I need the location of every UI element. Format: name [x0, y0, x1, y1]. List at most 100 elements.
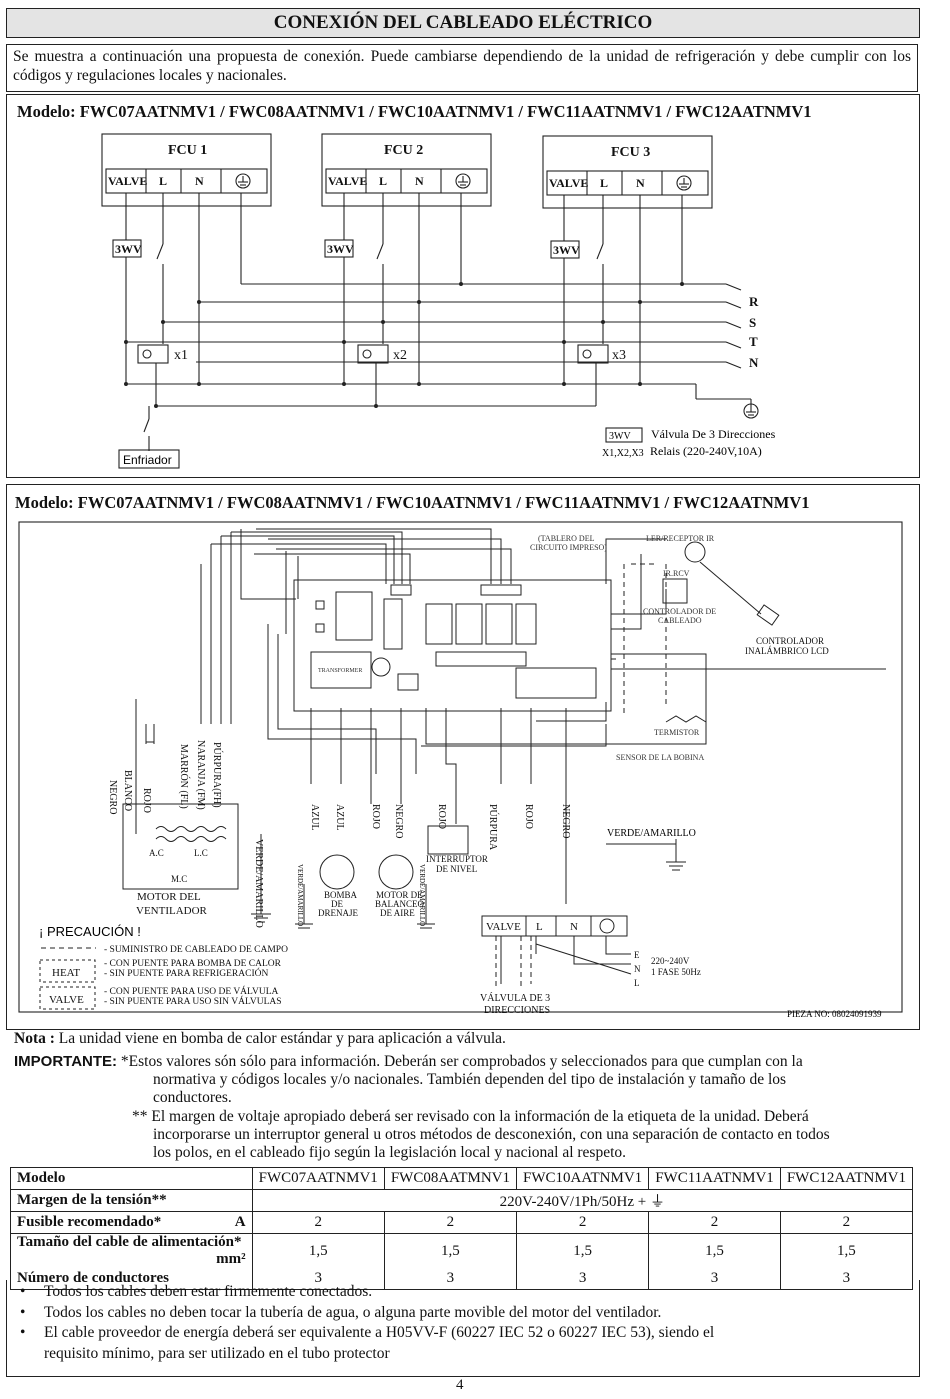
fcu-2-box [321, 133, 492, 207]
important-line-2a: ** El margen de voltaje apropiado deberá… [132, 1108, 809, 1125]
valve-3way-2: DIRECCIONES [484, 1005, 550, 1016]
bullets-box [6, 1280, 920, 1377]
cable-value-2: 1,5 [383, 1233, 518, 1268]
important-line-1c: conductores. [153, 1089, 232, 1106]
phase-t: T [749, 334, 758, 349]
fcu-3-label: FCU 3 [611, 145, 650, 160]
table-model-1: FWC07AATNMV1 [251, 1167, 385, 1190]
terminal-l: L [536, 921, 543, 933]
table-row-conductors: Número de conductores 3 3 3 3 3 [10, 1268, 914, 1290]
bullet-item: •Todos los cables no deben tocar la tube… [20, 1303, 662, 1321]
wire-label-azul-1: AZUL [309, 804, 320, 831]
heat-tag: HEAT [52, 967, 80, 979]
conductors-label: Número de conductores [10, 1268, 253, 1290]
wire-label-rojo-4: ROJO [523, 804, 534, 829]
legend-3wv-text: Válvula De 3 Direcciones [651, 427, 776, 441]
conductors-value-3: 3 [515, 1268, 650, 1290]
voltage-value: 220V-240V/1Ph/50Hz + ⏚ [251, 1189, 914, 1212]
fcu-2-valve-terminal: VALVE [328, 174, 367, 188]
table-model-3: FWC10AATNMV1 [515, 1167, 650, 1190]
fcu-1-valve-terminal: VALVE [108, 174, 147, 188]
fuse-value-5: 2 [779, 1211, 914, 1234]
wire-label-verde-amarillo-1: VERDE/AMARILLO [253, 839, 264, 928]
diagram-2-model: Modelo: FWC07AATNMV1 / FWC08AATNMV1 / FW… [15, 493, 810, 512]
phase-r: R [749, 294, 759, 309]
supply-l: L [634, 978, 640, 988]
verde-amarillo-label: VERDE/AMARILLO [607, 828, 696, 839]
swing-label-1: MOTOR DE [376, 890, 423, 900]
wire-label-purpura: PÚRPURA(FH) [211, 742, 223, 808]
wire-label-azul-2: AZUL [334, 804, 345, 831]
table-row-voltage: Margen de la tensión** 220V-240V/1Ph/50H… [10, 1189, 914, 1212]
important-text-1a: *Estos valores són sólo para información… [120, 1053, 803, 1070]
bullet-item-continuation: requisito mínimo, para ser utilizado en … [44, 1344, 390, 1362]
chiller-label: Enfriador [123, 453, 172, 467]
mc-label: M.C [171, 874, 187, 884]
fuse-value-3: 2 [515, 1211, 650, 1234]
wire-label-rojo: ROJO [141, 788, 152, 813]
important-label: IMPORTANTE: [14, 1053, 118, 1070]
fcu-1-box [101, 133, 272, 207]
fuse-value-1: 2 [251, 1211, 385, 1234]
fuse-value-2: 2 [383, 1211, 518, 1234]
diagram-2-wiring: (TABLERO DEL CIRCUITO IMPRESO) LER/RECEP… [18, 521, 903, 1019]
important-line-1: IMPORTANTE: *Estos valores són sólo para… [14, 1053, 909, 1072]
table-model-4: FWC11AATNMV1 [648, 1167, 781, 1190]
note-text: La unidad viene en bomba de calor estánd… [58, 1030, 506, 1047]
legend-field-wiring: - SUMINISTRO DE CABLEADO DE CAMPO [104, 945, 288, 955]
diagram-1-wiring: FCU 1 FCU 2 FCU 3 VALVE L N VALVE L N VA… [101, 133, 776, 469]
wire-label-negro: NEGRO [107, 780, 118, 814]
supply-n: N [634, 964, 641, 974]
bullet-item: •El cable proveedor de energía deberá se… [20, 1324, 715, 1341]
fcu-1-3wv: 3WV [115, 242, 142, 256]
fuse-label: Fusible recomendado* [17, 1214, 162, 1230]
fcu-3-n-terminal: N [636, 176, 645, 190]
voltage-label: Margen de la tensión** [10, 1189, 253, 1212]
relay-x1: x1 [174, 348, 188, 363]
transformer-label: TRANSFORMER [318, 668, 362, 674]
wireless-controller-1: CONTROLADOR [756, 636, 824, 646]
fcu-2-3wv: 3WV [327, 242, 354, 256]
note-line: Nota : La unidad viene en bomba de calor… [14, 1030, 506, 1049]
terminal-valve: VALVE [486, 921, 521, 933]
wireless-controller-2: INALÁMBRICO LCD [745, 646, 829, 656]
wire-label-rojo-3: ROJO [436, 804, 447, 829]
wire-label-purpura-2: PÚRPURA [487, 804, 499, 851]
legend-heat-1: - CON PUENTE PARA BOMBA DE CALOR [104, 959, 282, 969]
intro-paragraph: Se muestra a continuación una propuesta … [6, 44, 918, 92]
cable-value-3: 1,5 [515, 1233, 650, 1268]
fcu-3-box [542, 135, 713, 209]
lc-label: L.C [194, 848, 208, 858]
pcb-label-2: CIRCUITO IMPRESO) [530, 543, 607, 552]
phase-n: N [749, 355, 759, 370]
table-row-fuse: Fusible recomendado*A 2 2 2 2 2 [10, 1211, 914, 1234]
cable-value-1: 1,5 [251, 1233, 385, 1268]
legend-relay-tag: X1,X2,X3 [602, 448, 644, 459]
fcu-3-valve-terminal: VALVE [549, 176, 588, 190]
wired-controller-2: CABLEADO [658, 616, 702, 625]
important-line-1b: normativa y códigos locales y/o nacional… [153, 1071, 787, 1088]
part-number: PIEZA NO: 08024091939 [787, 1009, 882, 1019]
wire-label-verde-amarillo-3: VERDE/AMARILLO [418, 864, 426, 926]
supply-e: E [634, 950, 640, 960]
terminal-n: N [570, 921, 578, 933]
pcb-board [293, 579, 612, 712]
diagram-1-panel [6, 94, 920, 478]
ac-label: A.C [149, 848, 164, 858]
important-line-2c: los polos, en el cableado fijo según la … [153, 1144, 627, 1161]
valve-tag: VALVE [49, 994, 84, 1006]
fan-motor-1: MOTOR DEL [137, 891, 201, 903]
ler-label: LER/RECEPTOR IR [646, 534, 715, 543]
conductors-value-5: 3 [779, 1268, 914, 1290]
supply-voltage: 220~240V [651, 956, 690, 966]
cable-unit: mm² [216, 1251, 246, 1267]
wire-label-verde-amarillo-2: VERDE/AMARILLO [296, 864, 304, 926]
cable-value-5: 1,5 [779, 1233, 914, 1268]
relay-x3: x3 [612, 348, 626, 363]
cable-label: Tamaño del cable de alimentación* [17, 1234, 242, 1250]
fcu-1-label: FCU 1 [168, 143, 207, 158]
spec-table: Modelo FWC07AATNMV1 FWC08AATMNV1 FWC10AA… [10, 1167, 914, 1290]
supply-phase: 1 FASE 50Hz [651, 967, 701, 977]
table-row-header: Modelo FWC07AATNMV1 FWC08AATMNV1 FWC10AA… [10, 1167, 914, 1190]
fcu-1-n-terminal: N [195, 174, 204, 188]
